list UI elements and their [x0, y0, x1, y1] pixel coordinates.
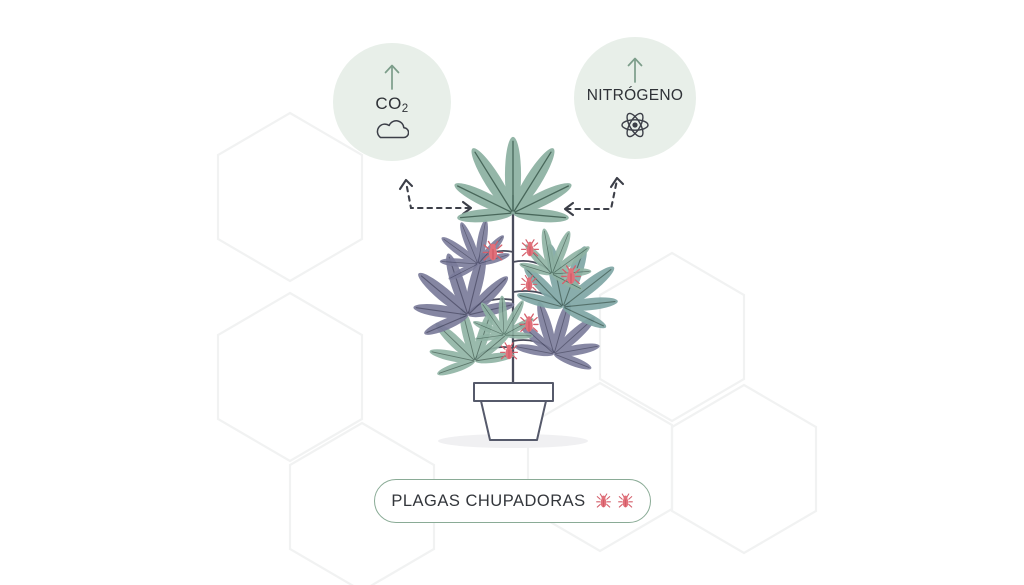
arrow-up-icon	[627, 57, 643, 83]
pot-body	[480, 400, 547, 441]
badge-nitrogeno-label: NITRÓGENO	[586, 86, 684, 104]
badge-co2-label: CO2	[375, 93, 409, 115]
pest-bug	[500, 342, 519, 360]
cloud-icon	[376, 120, 409, 139]
atom-icon	[621, 112, 649, 138]
bug-icon	[617, 492, 633, 508]
pest-label-text: PLAGAS CHUPADORAS	[391, 491, 586, 510]
leaf-cluster-top	[451, 136, 575, 225]
pest-bug	[520, 239, 540, 257]
pot-rim	[473, 382, 554, 402]
plant-pot	[473, 382, 554, 441]
arrow-up-icon	[384, 64, 400, 90]
bug-icon	[595, 492, 611, 508]
pest-label-bug-icons	[595, 491, 634, 512]
pest-label-pill[interactable]: PLAGAS CHUPADORAS	[374, 479, 651, 523]
badge-co2[interactable]: CO2	[333, 43, 451, 161]
badge-nitrogeno[interactable]: NITRÓGENO	[574, 37, 696, 159]
